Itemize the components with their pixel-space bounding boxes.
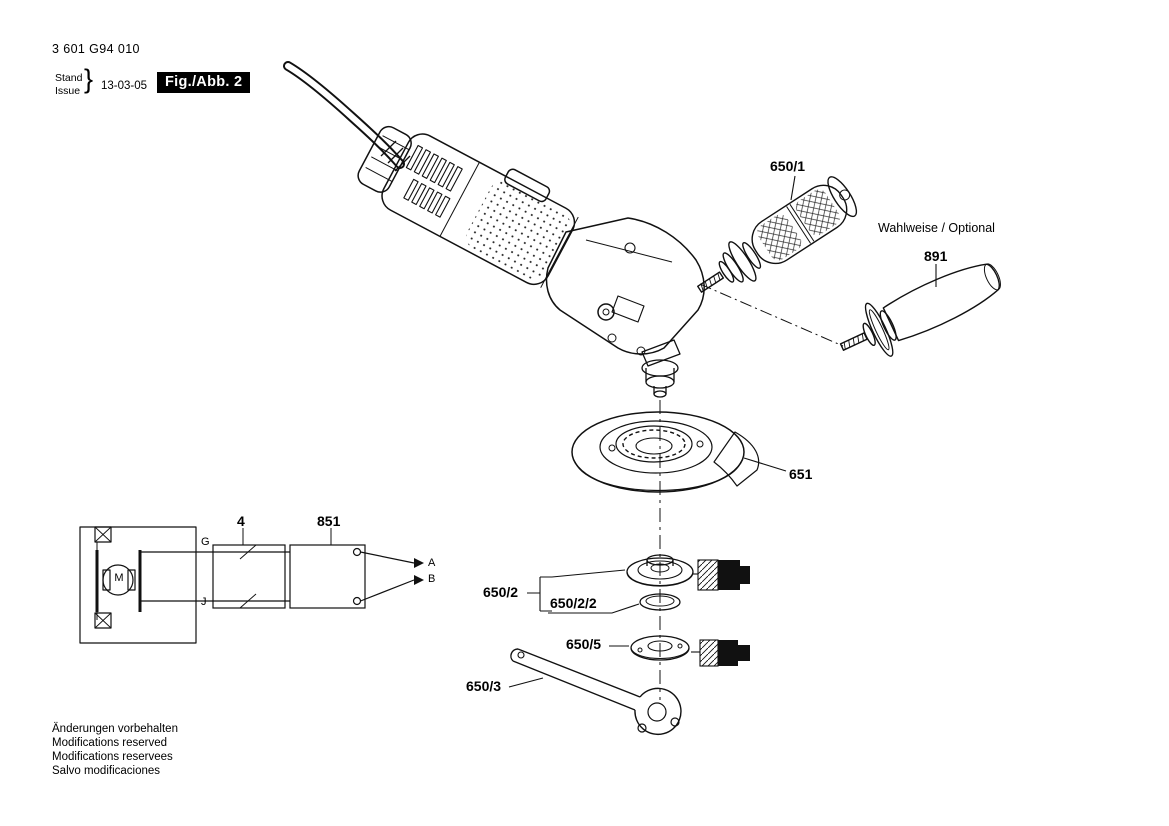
flange-650-2-drawing (626, 554, 694, 587)
spindle-drawing (641, 339, 681, 398)
gear-head-drawing (545, 217, 705, 356)
issue-date: 13-03-05 (101, 80, 148, 92)
callout-4: 4 (237, 513, 245, 529)
callout-650-5: 650/5 (566, 636, 602, 652)
stand-label: Stand (55, 72, 83, 84)
optional-note: Wahlweise / Optional (878, 221, 995, 235)
module-box-851-drawing (289, 528, 424, 609)
clamping-nut-650-5-drawing (630, 635, 690, 661)
callout-650-3: 650/3 (466, 678, 502, 694)
leader-lines (508, 175, 937, 688)
footer-line: Salvo modificaciones (52, 765, 161, 777)
handle-891-drawing (839, 263, 1001, 357)
lead-b-label: B (428, 573, 436, 585)
o-ring-650-2-2-drawing (639, 593, 681, 611)
connector-upper-drawing (693, 559, 750, 591)
terminal-j-label: J (201, 596, 207, 608)
power-cord-drawing (283, 61, 411, 172)
callout-651: 651 (789, 466, 813, 482)
part-number: 3 601 G94 010 (52, 42, 140, 56)
figure-badge: Fig./Abb. 2 (157, 72, 251, 93)
callout-851: 851 (317, 513, 341, 529)
connector-lower-drawing (691, 639, 750, 667)
issue-label: Issue (55, 85, 81, 97)
motor-housing-drawing (357, 125, 579, 288)
wiring-schematic-drawing (79, 526, 213, 644)
aux-handle-650-1-drawing (697, 176, 858, 293)
lead-a-label: A (428, 557, 436, 569)
handle-axis-line (699, 283, 844, 347)
callout-650-2-2: 650/2/2 (550, 595, 597, 611)
callout-650-2: 650/2 (483, 584, 519, 600)
callout-650-1: 650/1 (770, 158, 806, 174)
legal-note-block: Änderungen vorbehalten Modifications res… (52, 722, 178, 778)
brace-glyph: } (84, 64, 94, 94)
terminal-g-label: G (201, 536, 210, 548)
suppressor-box-4-drawing (212, 528, 290, 609)
pin-spanner-650-3-drawing (510, 648, 682, 735)
footer-line: Änderungen vorbehalten (52, 723, 178, 735)
callout-891: 891 (924, 248, 948, 264)
footer-line: Modifications reserved (52, 737, 168, 749)
motor-label: M (114, 572, 124, 584)
wheel-guard-651-drawing (571, 411, 760, 493)
footer-line: Modifications reservees (52, 751, 173, 763)
